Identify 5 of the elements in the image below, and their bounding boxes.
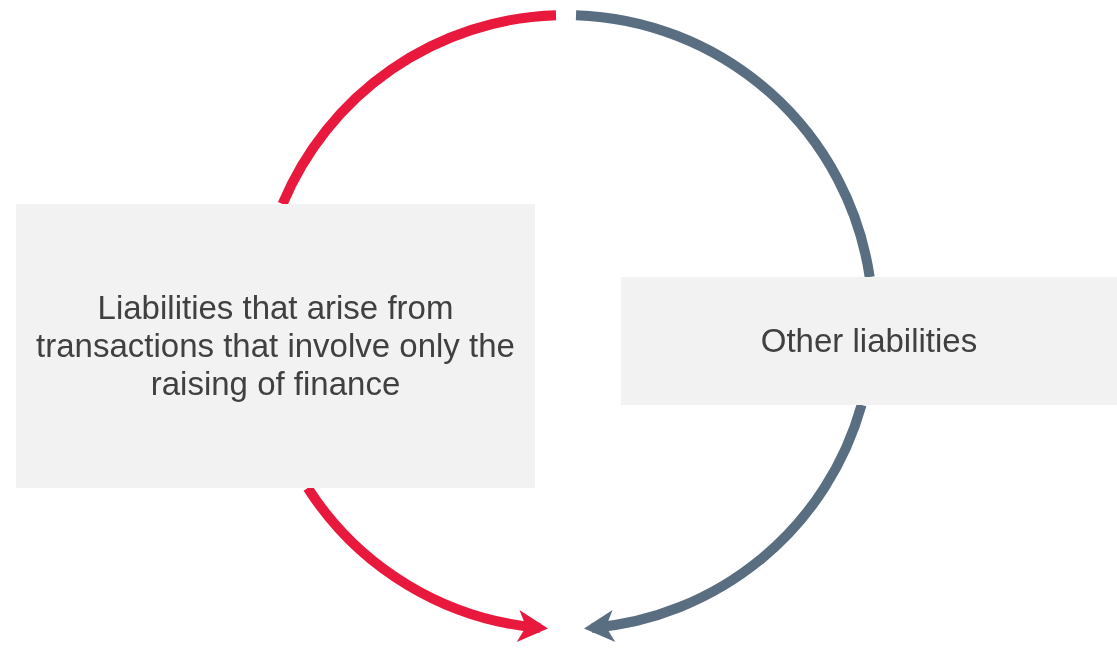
box-text: Other liabilities	[760, 322, 978, 360]
text-box	[621, 277, 1117, 405]
arrow	[584, 403, 867, 641]
text-box	[16, 204, 535, 488]
box-text: Liabilities that arise from transactions that involve only the raising of finance	[36, 289, 515, 403]
